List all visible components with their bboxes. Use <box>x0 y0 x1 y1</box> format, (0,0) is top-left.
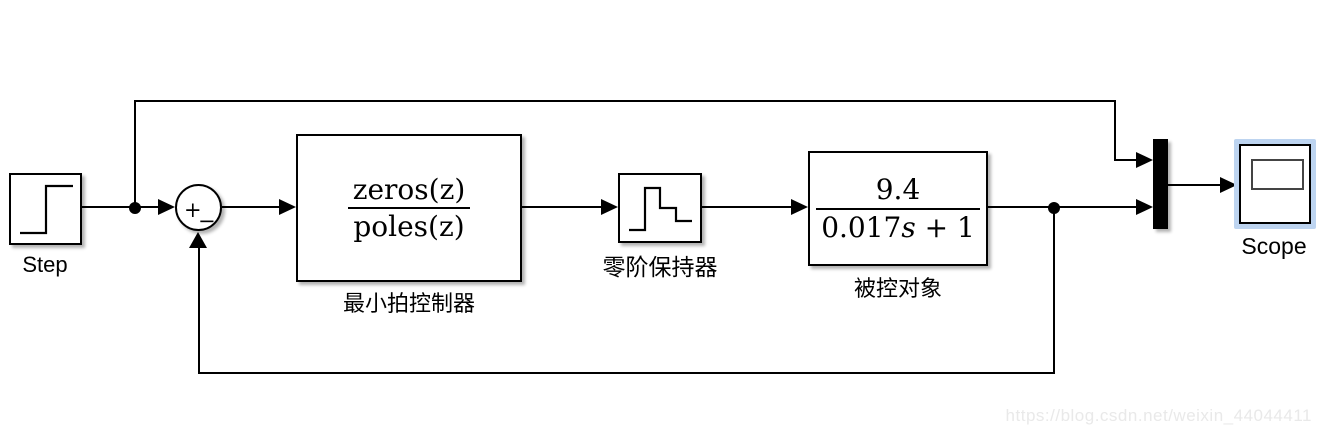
signal-line-zoh-to-plant <box>702 206 791 208</box>
plant-transfer-function: 9.4 0.017s + 1 <box>816 173 980 244</box>
plant-denominator: 0.017s + 1 <box>816 210 980 244</box>
scope-body <box>1239 144 1311 224</box>
arrowhead-into-sum-bottom <box>189 232 207 248</box>
signal-line-mux-to-scope <box>1168 184 1220 186</box>
signal-line-mux-top-in <box>1114 159 1136 161</box>
zero-order-hold-block[interactable] <box>618 173 702 243</box>
mux-block[interactable] <box>1153 139 1168 229</box>
plant-den-coeff: 0.017 <box>821 210 902 244</box>
controller-denominator: poles(z) <box>353 210 465 243</box>
plant-numerator: 9.4 <box>816 173 980 210</box>
arrowhead-into-zoh <box>601 199 618 215</box>
plant-block-label: 被控对象 <box>853 277 942 302</box>
step-waveform-icon <box>11 175 80 243</box>
arrowhead-into-controller <box>279 199 296 215</box>
arrowhead-into-sum <box>158 199 175 215</box>
sum-minus-sign: − <box>198 209 216 233</box>
zero-order-hold-label: 零阶保持器 <box>602 255 718 281</box>
step-block-label: Step <box>22 252 68 277</box>
signal-line-feedback-bottom <box>199 372 1055 374</box>
signal-line-feedforward-down <box>1114 100 1116 161</box>
signal-line-feedforward-up <box>134 100 136 208</box>
arrowhead-into-mux-bottom <box>1136 199 1153 215</box>
controller-block[interactable]: zeros(z) poles(z) <box>296 134 522 282</box>
scope-block-label: Scope <box>1241 233 1307 259</box>
scope-block[interactable] <box>1234 139 1316 229</box>
arrowhead-into-mux-top <box>1136 152 1153 168</box>
plant-den-tail: + 1 <box>915 210 975 244</box>
plant-den-variable: s <box>901 210 916 244</box>
arrowhead-into-scope <box>1220 177 1237 193</box>
branch-dot-step-output <box>129 202 141 214</box>
signal-line-step-out <box>82 206 160 208</box>
scope-display-icon <box>1251 159 1304 190</box>
watermark-url: https://blog.csdn.net/weixin_44044411 <box>1005 406 1312 425</box>
arrowhead-into-plant <box>791 199 808 215</box>
staircase-waveform-icon <box>620 175 700 241</box>
sum-block[interactable]: + − <box>175 184 222 233</box>
step-block[interactable] <box>9 173 82 245</box>
signal-line-feedback-down <box>1053 208 1055 374</box>
branch-dot-plant-output <box>1048 202 1060 214</box>
plant-block[interactable]: 9.4 0.017s + 1 <box>808 151 988 266</box>
signal-line-sum-out <box>222 206 279 208</box>
signal-line-plant-out <box>988 206 1136 208</box>
signal-line-feedback-up <box>198 246 200 374</box>
controller-block-label: 最小拍控制器 <box>342 292 475 317</box>
signal-line-feedforward-top <box>134 100 1116 102</box>
controller-numerator: zeros(z) <box>347 173 471 209</box>
signal-line-controller-to-zoh <box>522 206 601 208</box>
controller-transfer-function: zeros(z) poles(z) <box>347 173 471 243</box>
sum-plus-sign: + <box>184 198 202 222</box>
